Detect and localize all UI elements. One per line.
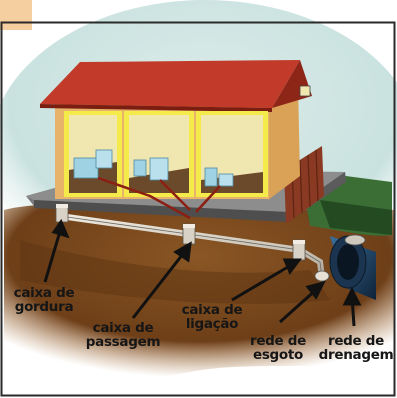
box-ligacao	[292, 239, 306, 261]
label-caixa-gordura-line1: caixa de	[13, 285, 75, 301]
grass-dark	[320, 200, 392, 235]
label-caixa-ligacao: caixa de ligação	[176, 303, 248, 331]
interior-drains	[97, 176, 221, 220]
label-caixa-gordura-line2: gordura	[14, 299, 74, 315]
house-side-wall	[267, 84, 300, 200]
label-rede-drenagem: rede de drenagem	[318, 334, 394, 362]
label-rede-esgoto: rede de esgoto	[246, 334, 310, 362]
room-middle	[124, 111, 194, 197]
sewage-pipe-end	[314, 270, 330, 282]
chimney	[299, 85, 311, 97]
slab-edge	[34, 200, 288, 222]
room-left	[64, 111, 122, 197]
corner-tab	[0, 0, 32, 30]
panel-border	[0, 21, 396, 397]
box-passagem	[182, 223, 196, 245]
box-gordura	[55, 203, 69, 223]
label-caixa-passagem-line1: caixa de	[92, 320, 154, 336]
label-caixa-ligacao-line1: caixa de	[181, 302, 243, 318]
label-rede-esgoto-line1: rede de	[249, 333, 307, 349]
roof-edge	[40, 104, 272, 112]
room-right	[196, 111, 268, 197]
pointer-arrows	[43, 218, 362, 327]
label-rede-esgoto-line2: esgoto	[252, 347, 304, 363]
label-rede-drenagem-line1: rede de	[327, 333, 385, 349]
label-caixa-passagem-line2: passagem	[85, 334, 161, 350]
label-caixa-passagem: caixa de passagem	[82, 321, 164, 349]
label-caixa-ligacao-line2: ligação	[185, 316, 239, 332]
label-caixa-gordura: caixa de gordura	[8, 286, 80, 314]
roof-front	[40, 60, 300, 108]
label-rede-drenagem-line2: drenagem	[318, 347, 394, 363]
drainage-pipe	[329, 234, 376, 300]
